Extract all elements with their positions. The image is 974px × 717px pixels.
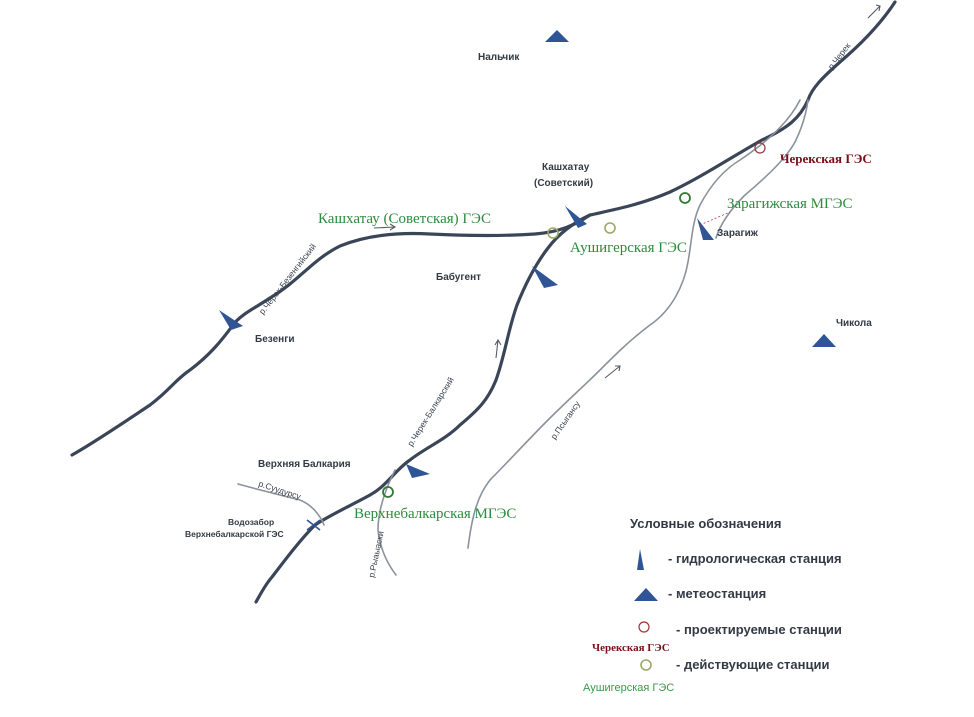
- intake-mark: [306, 519, 321, 531]
- hydro-station-zaragizh: [697, 218, 714, 240]
- hydro-station-bezengi: [219, 310, 243, 330]
- river-cherek-balkar: [254, 213, 592, 604]
- operating-circle-aushiger: [604, 222, 616, 234]
- label-river-psygansu: р.Псыгансу: [548, 398, 582, 441]
- legend-operating-text: - действующие станции: [676, 657, 829, 672]
- label-river-cherek-bezengi: р.Черек-Безенгийский: [257, 241, 319, 316]
- label-kashkhatau-sov: (Советский): [534, 178, 593, 189]
- label-river-sukdurgu: р.Суудурсу: [257, 478, 302, 501]
- river-zaragizh-branch: [715, 99, 809, 239]
- label-babugent: Бабугент: [436, 271, 481, 283]
- label-verkh-balkaria: Верхняя Балкария: [258, 459, 351, 470]
- legend-meteo-text: - метеостанция: [668, 586, 766, 601]
- legend-operating-icon: [640, 659, 652, 671]
- flow-arrow-cherek: [867, 4, 881, 19]
- legend: Условные обозначения - гидрологическая с…: [583, 516, 842, 694]
- label-zaragizh-mges: Зарагижская МГЭС: [727, 196, 853, 212]
- label-aushiger-ges: Аушигерская ГЭС: [570, 240, 687, 256]
- label-river-rynaichi: р.Рыаыаски: [366, 530, 386, 578]
- operating-circle-kashkhatau: [547, 227, 559, 239]
- label-vodozabor-2: Верхнебалкарской ГЭС: [185, 529, 284, 539]
- projected-circle-cherek-ges: [754, 142, 766, 154]
- legend-projected-icon: [638, 621, 650, 633]
- label-vodozabor-1: Водозабор: [228, 517, 274, 527]
- operating-circle-verkhnebalkar: [382, 486, 394, 498]
- legend-example-operating: Аушигерская ГЭС: [583, 682, 674, 694]
- hydro-station-verkh-balkaria: [406, 464, 430, 478]
- river-psygansu: [467, 99, 801, 549]
- label-verkhnebalkar-mges: Верхнебалкарская МГЭС: [354, 506, 516, 522]
- label-kashkhatau: Кашхатау: [542, 162, 590, 173]
- meteo-station-nalchik: [545, 30, 569, 42]
- flow-arrow-bezengi: [373, 223, 397, 231]
- legend-example-projected: Черекская ГЭС: [592, 642, 670, 654]
- label-nalchik: Нальчик: [478, 52, 520, 63]
- label-chikola: Чикола: [836, 318, 872, 329]
- flow-arrow-psygansu: [604, 365, 621, 379]
- label-river-cherek-balkar: р.Черек-Балкарский: [405, 375, 456, 448]
- flow-arrow-balkar: [494, 338, 502, 359]
- legend-title: Условные обозначения: [630, 516, 781, 531]
- river-cherek-bezengi: [70, 213, 592, 457]
- meteo-station-chikola: [812, 334, 836, 347]
- label-zaragizh: Зарагиж: [717, 228, 759, 239]
- hydro-station-babugent: [532, 266, 558, 288]
- label-cherek-ges: Черекская ГЭС: [780, 151, 872, 166]
- legend-projected-text: - проектируемые станции: [676, 622, 842, 637]
- river-cherek: [588, 0, 897, 217]
- legend-hydro-icon: [637, 549, 644, 570]
- legend-hydro-text: - гидрологическая станция: [668, 551, 842, 566]
- legend-meteo-icon: [634, 588, 658, 601]
- operating-circle-zaragizh: [679, 192, 691, 204]
- label-kashkhatau-ges: Кашхатау (Советская) ГЭС: [318, 211, 491, 227]
- label-bezengi: Безенги: [255, 334, 295, 345]
- hydro-station-kashkhatau: [565, 206, 587, 228]
- river-sukdurgu: [237, 483, 325, 526]
- cherek-ges-connector: [699, 211, 731, 226]
